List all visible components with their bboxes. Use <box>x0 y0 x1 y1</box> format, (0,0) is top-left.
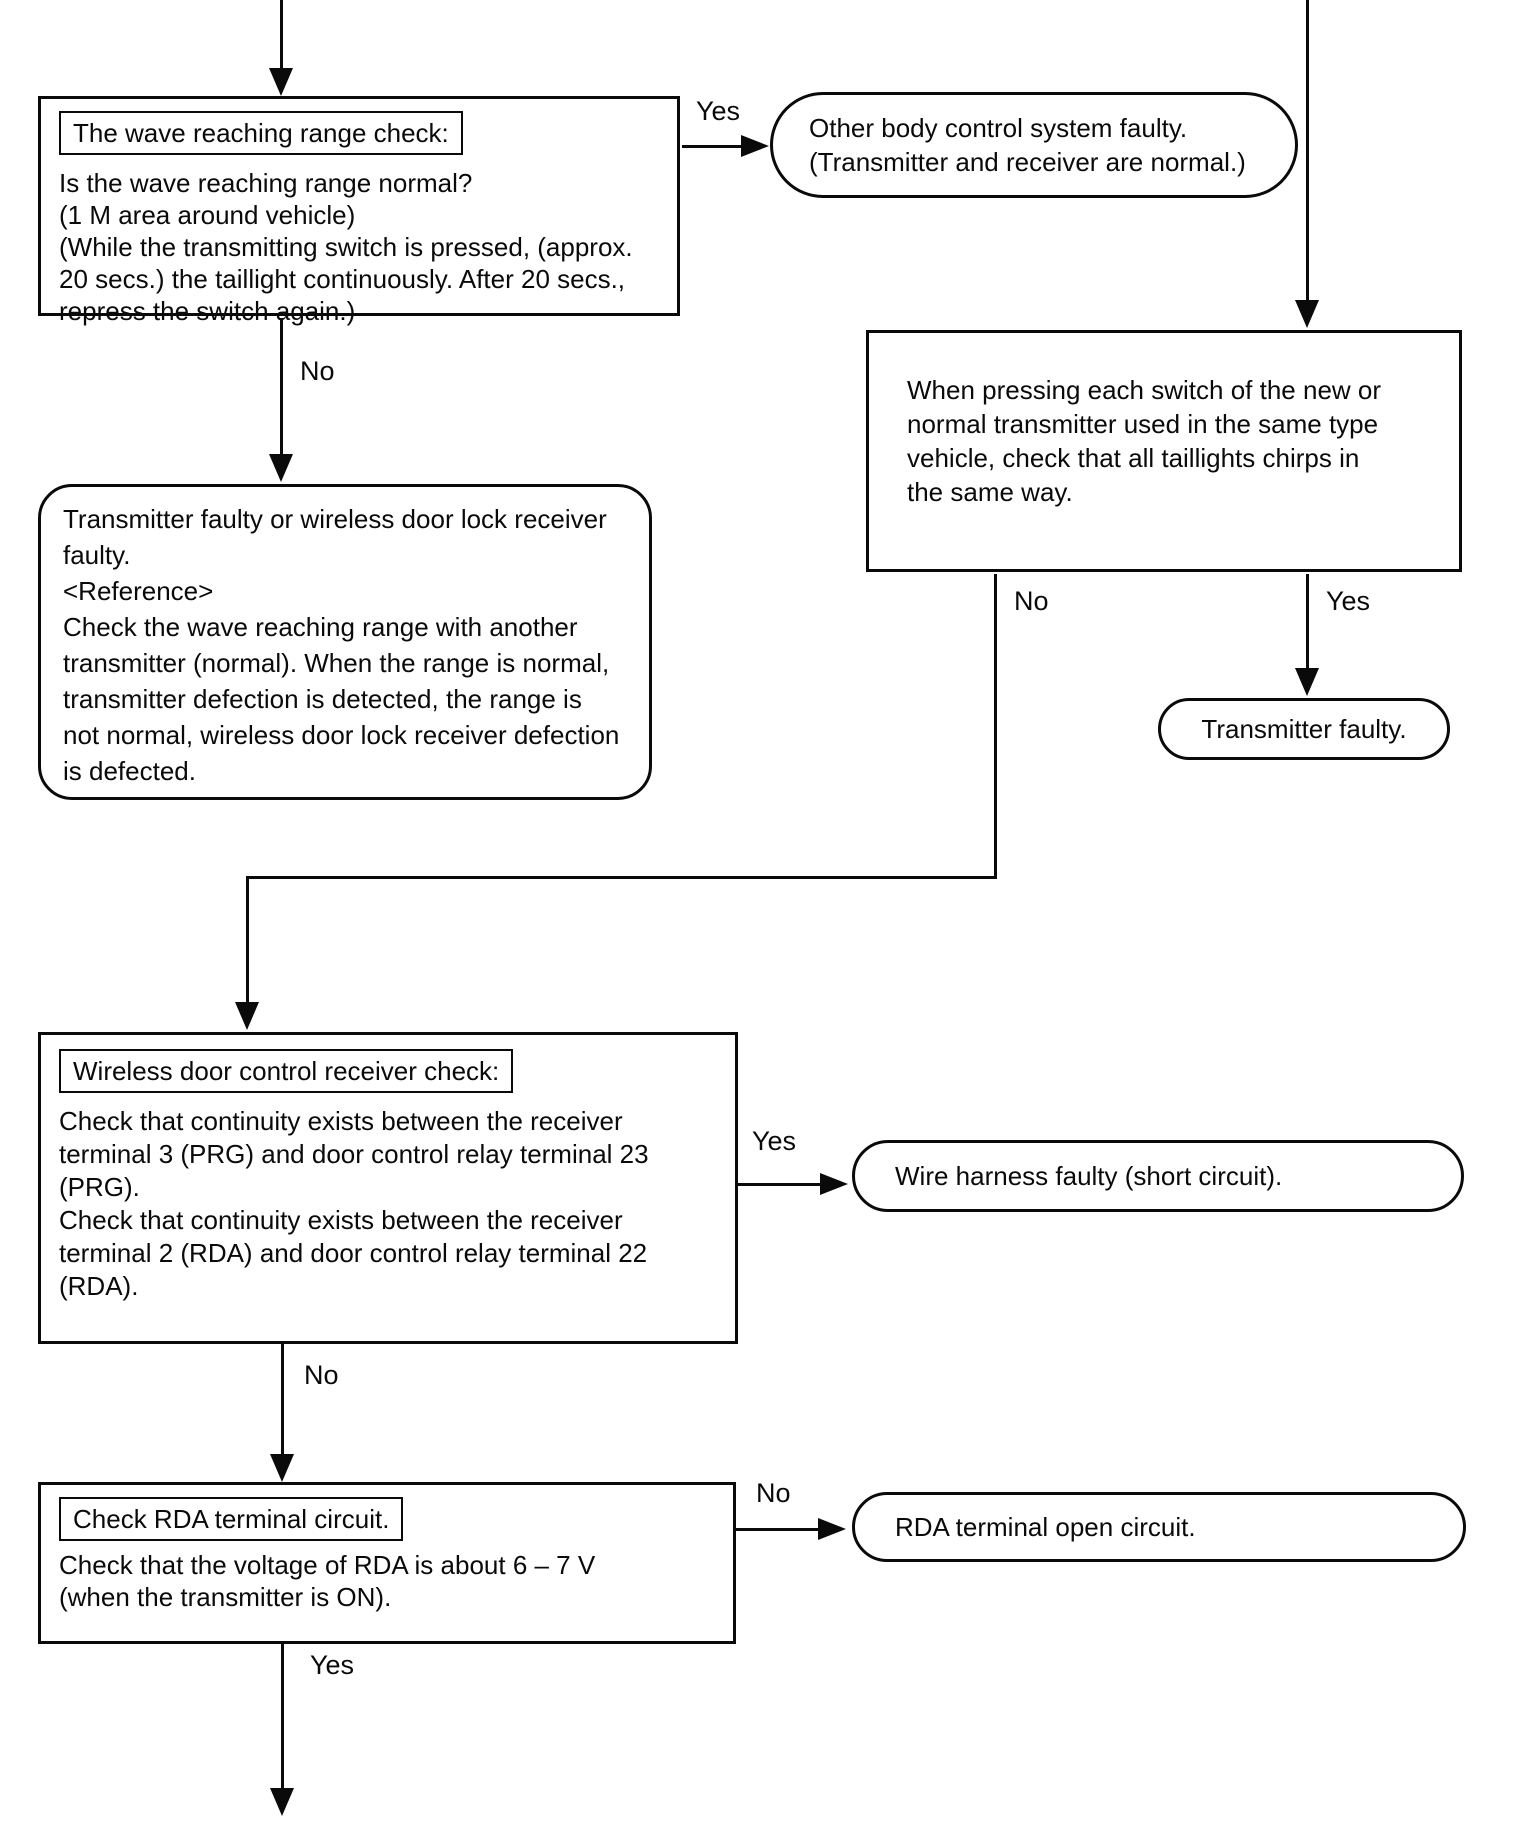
rda-terminal-check-line: Check that the voltage of RDA is about 6… <box>59 1550 596 1580</box>
edge-label-receiver-yes: Yes <box>752 1126 797 1156</box>
tx-rx-faulty-line: faulty. <box>63 540 131 570</box>
wave-range-check-line: Is the wave reaching range normal? <box>59 168 473 198</box>
same-type-check-line: normal transmitter used in the same type <box>907 409 1379 439</box>
connector-rda-no <box>736 1528 820 1531</box>
connector-entry-right <box>1306 0 1309 302</box>
rda-terminal-check-box: Check RDA terminal circuit. Check that t… <box>38 1482 736 1644</box>
connector-same-yes <box>1306 574 1309 674</box>
arrowhead-rda-yes <box>270 1788 294 1816</box>
receiver-check-line: terminal 2 (RDA) and door control relay … <box>59 1238 648 1268</box>
arrowhead-rda-no <box>818 1518 846 1540</box>
wave-range-check-title: The wave reaching range check: <box>59 111 463 155</box>
rda-open-circuit-text: RDA terminal open circuit. <box>895 1512 1196 1542</box>
same-type-transmitter-check-box: When pressing each switch of the new or … <box>866 330 1462 572</box>
arrowhead-entry-right <box>1295 300 1319 328</box>
transmitter-or-receiver-faulty-terminal: Transmitter faulty or wireless door lock… <box>38 484 652 800</box>
transmitter-faulty-terminal: Transmitter faulty. <box>1158 698 1450 760</box>
arrowhead-wave-no <box>269 454 293 482</box>
connector-same-no-across <box>246 876 997 879</box>
connector-same-no-down2 <box>246 876 249 1004</box>
connector-same-no-down <box>994 574 997 879</box>
connector-receiver-no <box>281 1344 284 1456</box>
connector-rda-yes <box>281 1644 284 1790</box>
receiver-check-line: (PRG). <box>59 1172 140 1202</box>
arrowhead-same-yes <box>1295 668 1319 696</box>
tx-rx-faulty-line: <Reference> <box>63 576 214 606</box>
receiver-check-title: Wireless door control receiver check: <box>59 1049 514 1093</box>
wave-range-check-box: The wave reaching range check: Is the wa… <box>38 96 680 326</box>
receiver-check-line: terminal 3 (PRG) and door control relay … <box>59 1139 649 1169</box>
rda-open-circuit-terminal: RDA terminal open circuit. <box>852 1492 1466 1562</box>
connector-entry-left <box>280 0 283 72</box>
receiver-check-line: (RDA). <box>59 1271 139 1301</box>
arrowhead-wave-yes <box>741 135 769 157</box>
receiver-check-box: Wireless door control receiver check: Ch… <box>38 1032 738 1344</box>
receiver-check-line: Check that continuity exists between the… <box>59 1205 623 1235</box>
edge-label-same-yes: Yes <box>1326 586 1371 616</box>
same-type-check-line: vehicle, check that all taillights chirp… <box>907 443 1360 473</box>
tx-rx-faulty-line: Check the wave reaching range with anoth… <box>63 612 578 642</box>
tx-rx-faulty-line: is defected. <box>63 756 196 786</box>
arrowhead-receiver-yes <box>820 1173 848 1195</box>
rda-terminal-check-line: (when the transmitter is ON). <box>59 1582 392 1612</box>
edge-label-rda-yes: Yes <box>310 1650 355 1680</box>
edge-label-wave-yes: Yes <box>696 96 741 126</box>
connector-receiver-yes <box>738 1183 822 1186</box>
arrowhead-entry-left <box>269 68 293 96</box>
tx-rx-faulty-line: Transmitter faulty or wireless door lock… <box>63 504 607 534</box>
edge-label-same-no: No <box>1014 586 1049 616</box>
wire-harness-faulty-text: Wire harness faulty (short circuit). <box>895 1161 1283 1191</box>
other-body-faulty-line: (Transmitter and receiver are normal.) <box>809 147 1246 177</box>
arrowhead-same-no <box>235 1002 259 1030</box>
connector-wave-yes <box>682 145 744 148</box>
same-type-check-line: When pressing each switch of the new or <box>907 375 1382 405</box>
other-body-faulty-line: Other body control system faulty. <box>809 113 1188 143</box>
connector-wave-no <box>280 318 283 456</box>
edge-label-wave-no: No <box>300 356 335 386</box>
wave-range-check-line: 20 secs.) the taillight continuously. Af… <box>59 264 626 294</box>
wave-range-check-line: repress the switch again.) <box>59 296 356 326</box>
transmitter-faulty-text: Transmitter faulty. <box>1201 714 1407 744</box>
other-body-faulty-terminal: Other body control system faulty. (Trans… <box>770 92 1298 198</box>
arrowhead-receiver-no <box>270 1454 294 1482</box>
same-type-check-line: the same way. <box>907 477 1073 507</box>
tx-rx-faulty-line: transmitter defection is detected, the r… <box>63 684 582 714</box>
edge-label-rda-no: No <box>756 1478 791 1508</box>
tx-rx-faulty-line: transmitter (normal). When the range is … <box>63 648 610 678</box>
wire-harness-faulty-terminal: Wire harness faulty (short circuit). <box>852 1140 1464 1212</box>
receiver-check-line: Check that continuity exists between the… <box>59 1106 623 1136</box>
wave-range-check-line: (While the transmitting switch is presse… <box>59 232 633 262</box>
tx-rx-faulty-line: not normal, wireless door lock receiver … <box>63 720 620 750</box>
wave-range-check-line: (1 M area around vehicle) <box>59 200 356 230</box>
edge-label-receiver-no: No <box>304 1360 339 1390</box>
rda-terminal-check-title: Check RDA terminal circuit. <box>59 1497 404 1541</box>
